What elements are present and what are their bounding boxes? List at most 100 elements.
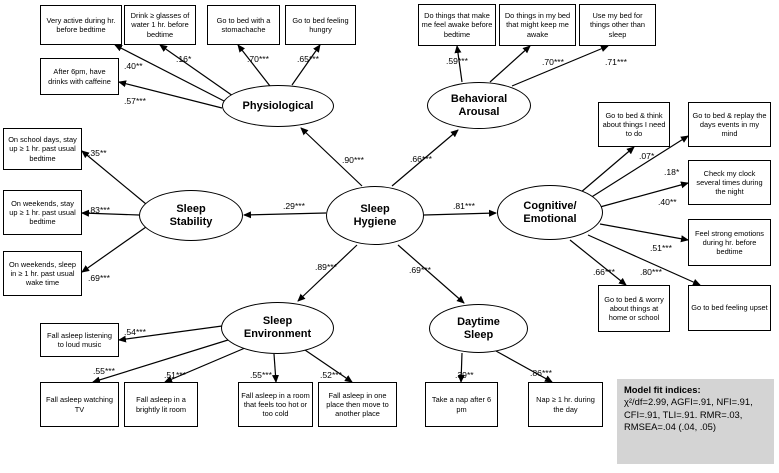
loading-env4: .55*** — [250, 370, 272, 380]
arrow-env5 — [304, 349, 353, 383]
model-fit-box: Model fit indices: χ²/df=2.99, AGFI=.91,… — [617, 379, 774, 464]
model-fit-line3: RMSEA=.04 (.04, .05) — [624, 421, 716, 433]
model-fit-line2: CFI=.91, TLI=.91. RMR=.03, — [624, 408, 743, 420]
item-feel-awake-before-bedtime: Do things that make me feel awake before… — [418, 4, 496, 46]
arrow-to-cognitive — [423, 209, 497, 217]
item-nap-after-6pm: Take a nap after 6 pm — [425, 382, 498, 427]
arrow-to-stability — [243, 211, 327, 219]
loading-stability: .29*** — [283, 201, 305, 211]
loading-env1: .54*** — [124, 327, 146, 337]
arrow-stab3 — [81, 226, 147, 273]
arrow-cog5 — [569, 239, 627, 286]
loading-stab1: .35** — [88, 148, 107, 158]
loading-cog2: .18* — [664, 167, 680, 177]
item-nap-one-hour: Nap ≥ 1 hr. during the day — [528, 382, 603, 427]
loading-phys4: .65*** — [297, 54, 319, 64]
arrow-stab1 — [81, 150, 147, 205]
item-weekends-sleep-in: On weekends, sleep in ≥ 1 hr. past usual… — [3, 251, 82, 296]
loading-environment: .89*** — [315, 262, 337, 272]
item-weekends-stay-up: On weekends, stay up ≥ 1 hr. past usual … — [3, 190, 82, 235]
factor-cognitive-emotional: Cognitive/Emotional — [497, 185, 603, 240]
arrow-cog4 — [599, 223, 689, 243]
arrow-env2 — [92, 339, 229, 384]
arrow-cog1 — [579, 146, 635, 194]
item-brightly-lit-room: Fall asleep in a brightly lit room — [124, 382, 198, 427]
environment-label-line1: Sleep — [262, 315, 293, 328]
loading-phys3: .70*** — [247, 54, 269, 64]
arrow-day2 — [495, 350, 553, 383]
loading-behavioral: .66*** — [410, 154, 432, 164]
daytime-label-line2: Sleep — [463, 328, 494, 341]
arrow-env4 — [272, 353, 279, 383]
loading-phys1: .40** — [124, 61, 143, 71]
loading-cognitive: .81*** — [453, 201, 475, 211]
arrow-cog6 — [587, 234, 701, 286]
loading-phys5: .57*** — [124, 96, 146, 106]
arrow-to-daytime — [397, 244, 465, 304]
model-fit-line1: χ²/df=2.99, AGFI=.91, NFI=.91, — [624, 396, 753, 408]
loading-beh1: .59*** — [446, 56, 468, 66]
item-drink-water-before-bedtime: Drink ≥ glasses of water 1 hr. before be… — [124, 5, 196, 45]
item-keep-me-awake-in-bed: Do things in my bed that might keep me a… — [499, 4, 576, 46]
item-very-active-before-bedtime: Very active during hr. before bedtime — [40, 5, 122, 45]
item-school-days-stay-up: On school days, stay up ≥ 1 hr. past usu… — [3, 128, 82, 170]
arrow-beh3 — [511, 45, 609, 87]
loading-physiological: .90*** — [342, 155, 364, 165]
daytime-label-line1: Daytime — [457, 315, 500, 328]
loading-cog5: .66*** — [593, 267, 615, 277]
environment-label-line2: Environment — [243, 328, 312, 340]
item-check-clock-at-night: Check my clock several times during the … — [688, 160, 771, 205]
arrow-phys4 — [291, 44, 321, 86]
behavioral-label-line1: Behavioral — [450, 92, 508, 105]
item-bed-feeling-hungry: Go to bed feeling hungry — [285, 5, 356, 45]
item-bed-with-stomachache: Go to bed with a stomachache — [207, 5, 280, 45]
loading-day2: .86*** — [530, 368, 552, 378]
loading-env5: .52*** — [320, 370, 342, 380]
arrow-to-environment — [297, 244, 358, 302]
arrow-day1 — [457, 352, 465, 383]
item-room-too-hot-or-cold: Fall asleep in a room that feels too hot… — [238, 382, 313, 427]
loading-cog3: .40** — [658, 197, 677, 207]
loading-stab2: .83*** — [88, 205, 110, 215]
behavioral-label-line2: Arousal — [458, 105, 500, 118]
loading-env2: .55*** — [93, 366, 115, 376]
item-watching-tv: Fall asleep watching TV — [40, 382, 119, 427]
factor-physiological: Physiological — [222, 85, 334, 127]
item-loud-music: Fall asleep listening to loud music — [40, 323, 119, 357]
item-replay-days-events: Go to bed & replay the days events in my… — [688, 102, 771, 147]
arrow-phys5 — [118, 80, 223, 109]
arrow-beh1 — [454, 45, 463, 83]
item-think-about-things-to-do: Go to bed & think about things I need to… — [598, 102, 670, 147]
arrow-to-physiological — [300, 127, 363, 187]
item-bed-for-other-things: Use my bed for things other than sleep — [579, 4, 656, 46]
arrow-env1 — [118, 325, 223, 343]
arrow-phys2 — [159, 44, 234, 97]
arrow-phys3 — [237, 44, 271, 87]
loading-cog4: .51*** — [650, 243, 672, 253]
sleep-hygiene-line1: Sleep — [360, 202, 390, 215]
item-bed-feeling-upset: Go to bed feeling upset — [688, 285, 771, 331]
stability-label-line2: Stability — [169, 215, 213, 228]
loading-beh2: .70*** — [542, 57, 564, 67]
item-strong-emotions-before-bedtime: Feel strong emotions during hr. before b… — [688, 219, 771, 266]
arrow-beh2 — [489, 45, 531, 83]
arrow-to-behavioral — [391, 129, 459, 187]
sleep-hygiene-line2: Hygiene — [353, 215, 397, 228]
stability-label-line1: Sleep — [176, 202, 206, 215]
cognitive-label-line1: Cognitive/ — [523, 199, 577, 212]
arrow-cog3 — [599, 181, 689, 208]
item-caffeine-after-6pm: After 6pm, have drinks with caffeine — [40, 58, 119, 95]
loading-phys2: .16* — [176, 54, 192, 64]
arrow-phys1 — [114, 44, 227, 103]
model-fit-title: Model fit indices: — [624, 384, 701, 395]
loading-stab3: .69*** — [88, 273, 110, 283]
item-worry-about-home-school: Go to bed & worry about things at home o… — [598, 285, 670, 332]
loading-env3: .51*** — [164, 370, 186, 380]
loading-beh3: .71*** — [605, 57, 627, 67]
